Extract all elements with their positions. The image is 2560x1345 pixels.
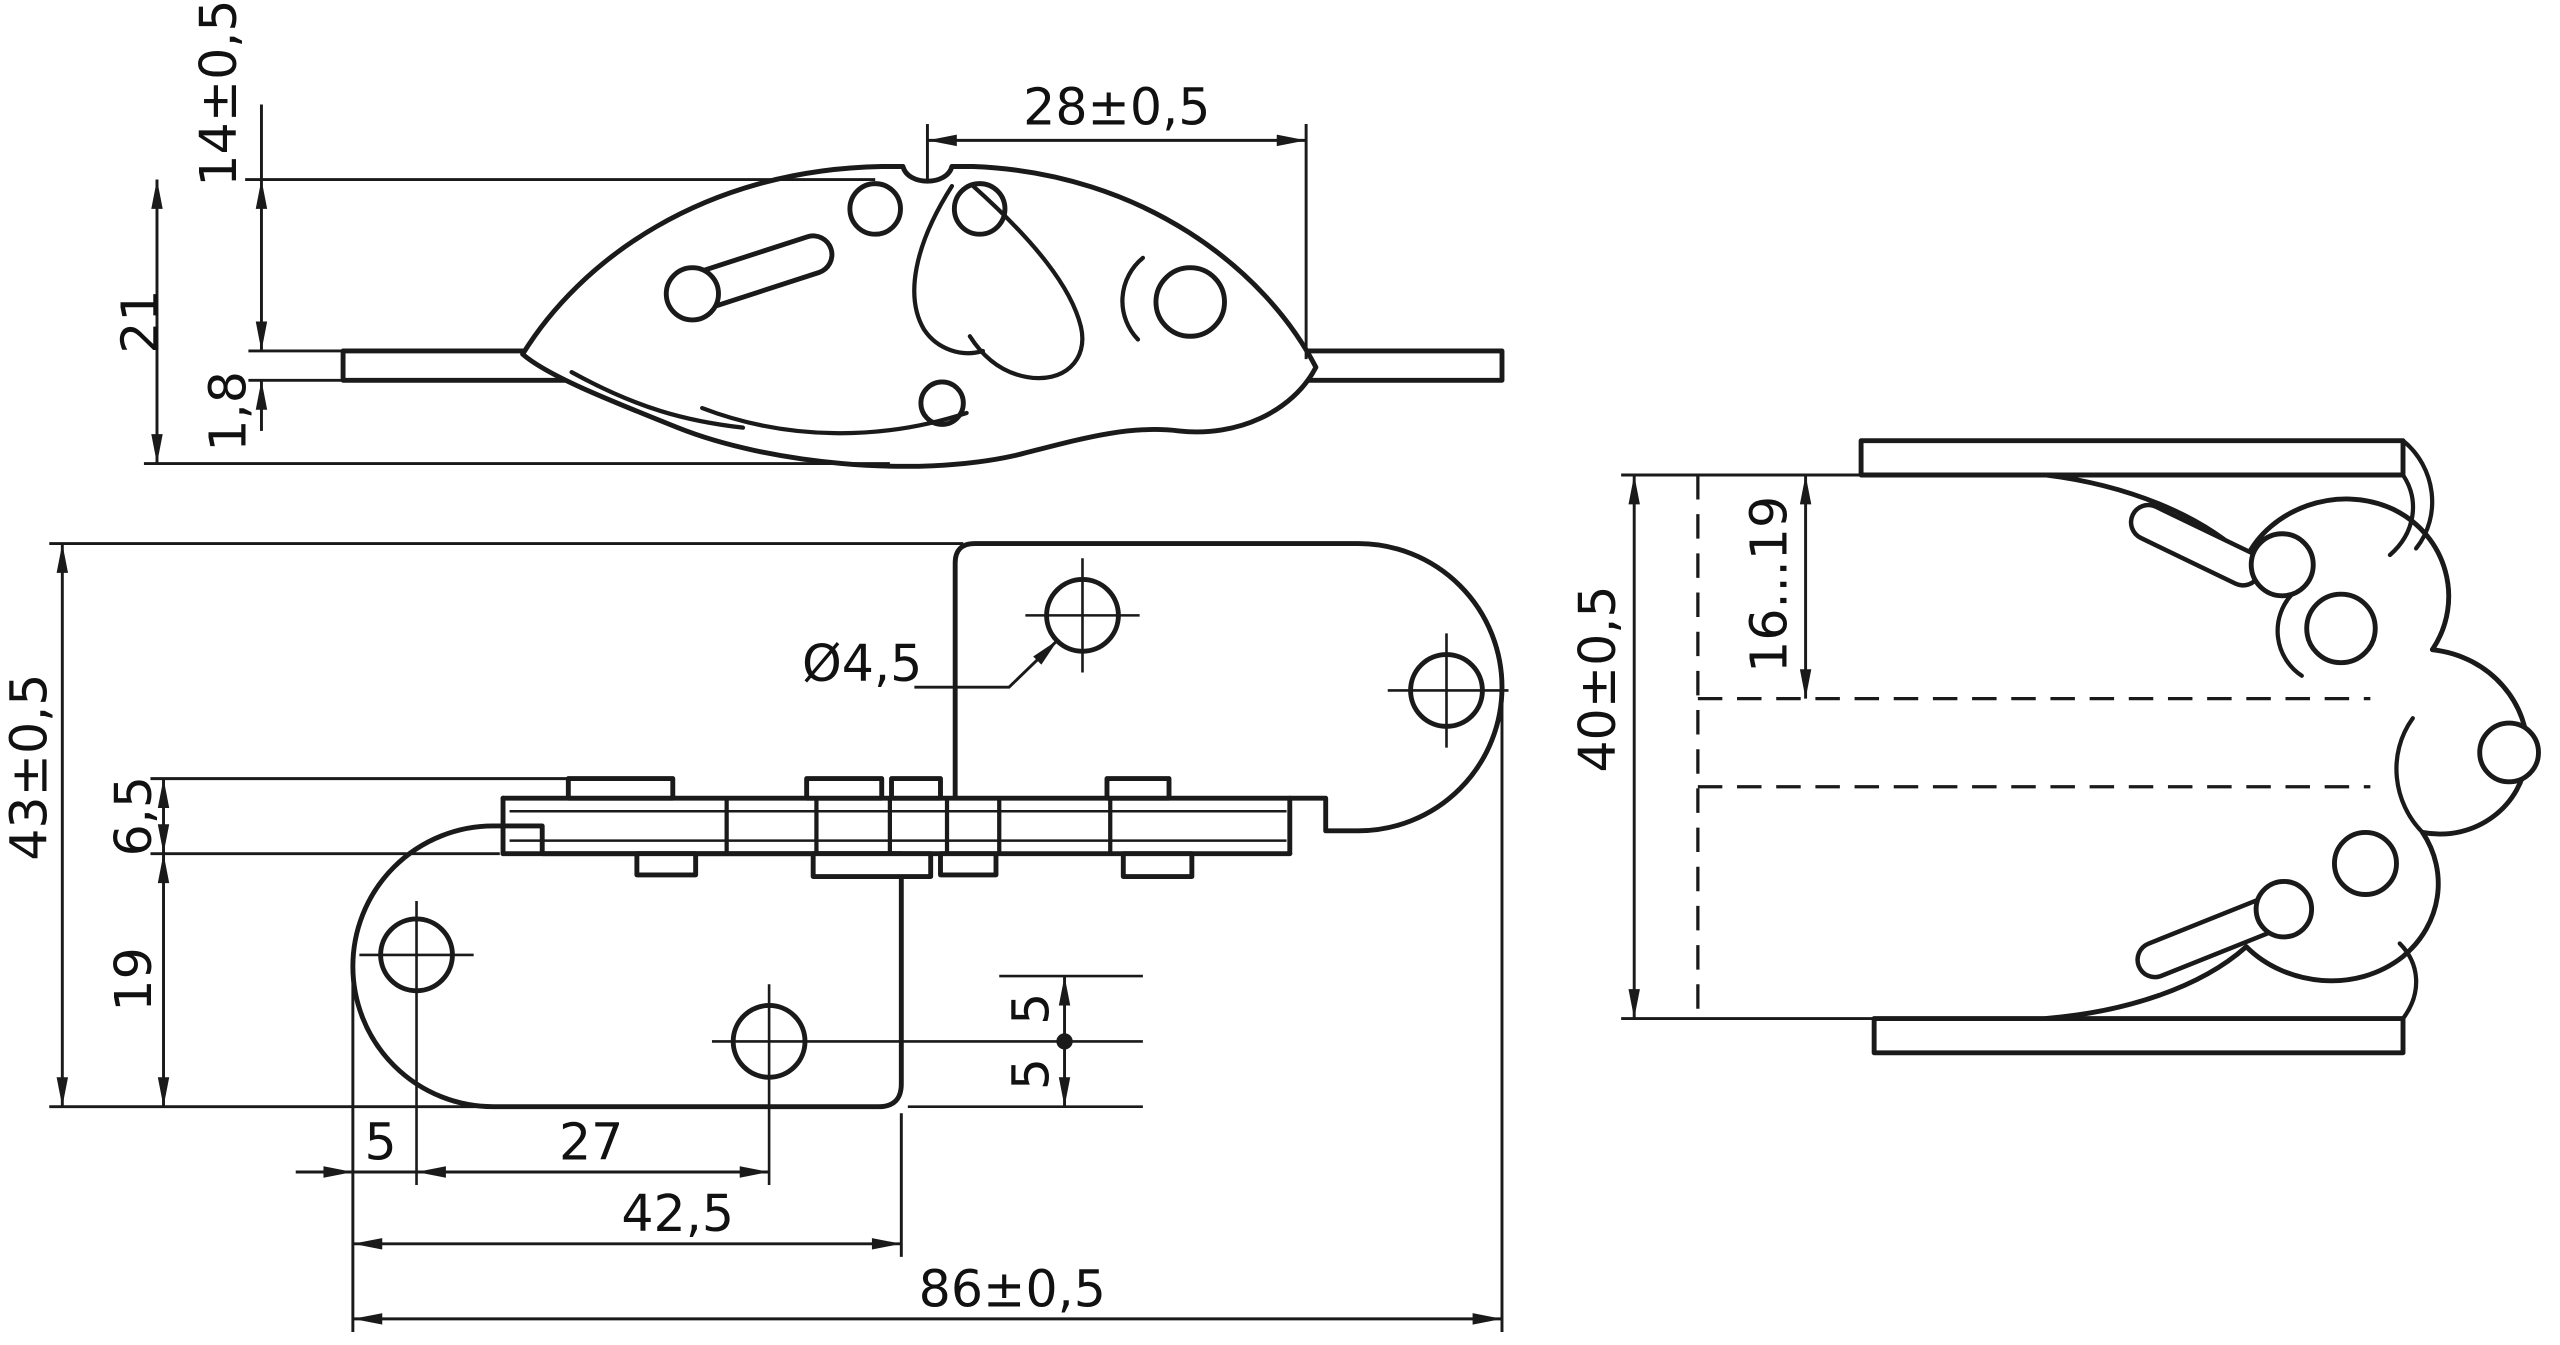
side-view-dimensions: 14±0,5 28±0,5 21 1,8 [110,0,1308,466]
dim-label-14: 14±0,5 [189,0,248,187]
pivot-circle [951,181,1008,237]
pivot-circle [847,181,903,237]
dim-label-86: 86±0,5 [919,1259,1106,1318]
hook-curve [569,370,746,430]
pivot-circle [918,379,966,427]
strip-edge-bottom [1871,1016,2406,1056]
hook-curve [700,405,969,436]
dim-label-16-19: 16...19 [1739,496,1798,673]
upper-plate-outline [952,541,1505,834]
pin-circle [663,265,721,323]
dim-label-21: 21 [110,289,169,353]
strip-edge-top [1858,438,2406,478]
plan-view-dimensions: 43±0,5 6,5 19 Ø4,5 5 27 42,5 86±0,5 5 5 [0,542,1504,1332]
dim-label-19: 19 [104,947,163,1011]
open-latch-mechanism [2043,438,2541,1021]
dim-label-42-5: 42,5 [621,1184,734,1243]
hinge-band [500,776,1293,879]
hook-curve [967,183,1085,381]
side-view-open [1696,438,2541,1056]
dim-label-5-a: 5 [1002,993,1061,1025]
plan-view [350,541,1509,1110]
pivot-circle [2304,591,2378,666]
pivot-circle [2253,878,2315,940]
reference-dot [1056,1033,1073,1050]
dim-label-5-edge: 5 [365,1112,397,1171]
dim-label-5-b: 5 [1002,1058,1061,1090]
dim-label-43: 43±0,5 [0,674,58,861]
dim-label-28: 28±0,5 [1023,77,1210,136]
dim-label-1-8: 1,8 [199,371,258,451]
pivot-arc [1120,255,1146,342]
hook-curve [912,183,986,356]
pivot-circle [2477,720,2541,785]
dim-label-27: 27 [559,1112,623,1171]
side-view-closed [340,164,1505,469]
pivot-circle [2248,531,2316,599]
lower-plate-outline [350,823,904,1110]
pivot-circle [1153,265,1227,339]
open-view-dimensions: 40±0,5 16...19 [1568,473,1878,1021]
pivot-circle [2332,830,2399,897]
dim-label-dia-4-5: Ø4,5 [802,634,922,693]
dim-label-40: 40±0,5 [1568,585,1627,772]
dim-label-6-5: 6,5 [104,776,163,856]
